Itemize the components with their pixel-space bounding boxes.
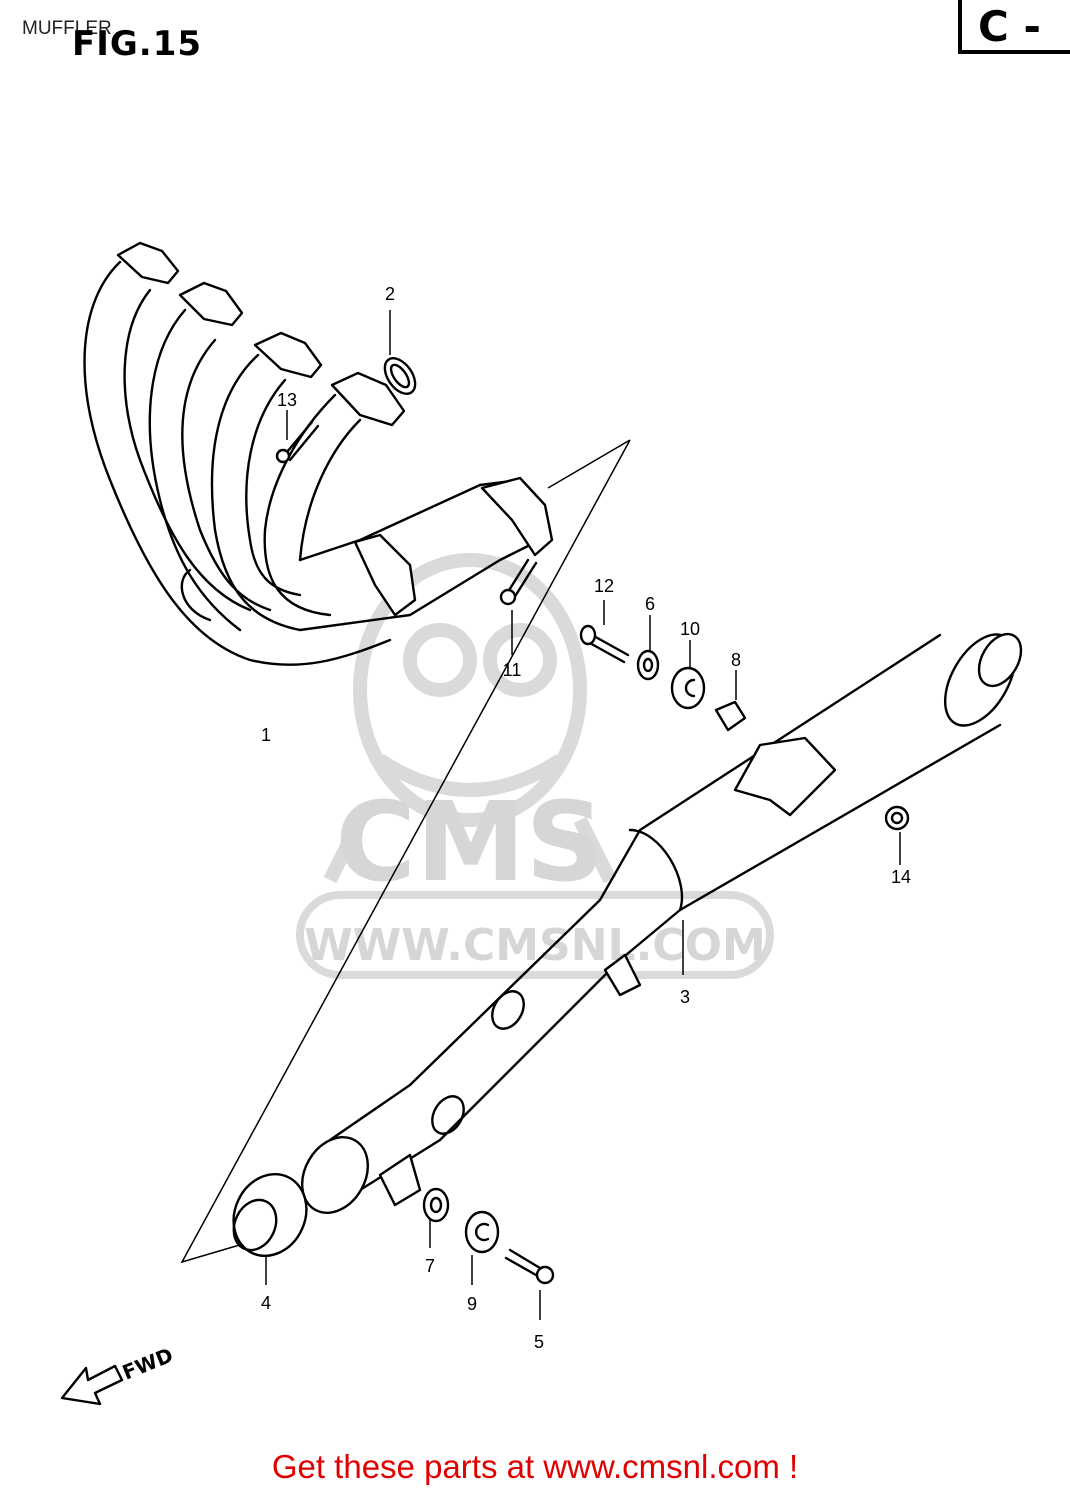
silencer-tailpipe xyxy=(977,632,1023,688)
bolt-11 xyxy=(499,558,538,606)
header-pipe-4-inner xyxy=(298,418,362,562)
figure-label: FIG.15 xyxy=(72,24,203,64)
callout-10: 10 xyxy=(680,619,700,639)
exhaust-header-pipes xyxy=(83,241,554,666)
silencer-lower-bracket xyxy=(603,953,642,997)
header-flange-3 xyxy=(253,331,323,379)
callout-11: 11 xyxy=(503,660,522,680)
watermark-banner xyxy=(296,891,774,979)
callout-9: 9 xyxy=(467,1294,477,1314)
header-pipe-2-outer xyxy=(148,308,242,632)
bolt-12 xyxy=(579,624,630,664)
header-pipe-4-outer xyxy=(263,393,337,617)
header-pipe-2-inner xyxy=(181,338,272,612)
bolt-13 xyxy=(275,420,320,464)
forward-arrow-icon xyxy=(60,1364,124,1406)
collector-bottom xyxy=(180,568,212,622)
spacer-7 xyxy=(422,1187,450,1223)
silencer-mark-2 xyxy=(431,1095,465,1135)
callout-2: 2 xyxy=(385,284,395,304)
callout-7: 7 xyxy=(425,1256,435,1276)
header-pipe-1-outer xyxy=(83,260,392,666)
spacer-8 xyxy=(714,700,747,732)
cushion-10 xyxy=(670,666,706,710)
callout-8: 8 xyxy=(731,650,741,670)
bolt-5 xyxy=(504,1248,555,1285)
header-pipe-1-inner xyxy=(123,288,252,612)
collector-band xyxy=(353,533,417,617)
callout-3: 3 xyxy=(680,987,690,1007)
callout-6: 6 xyxy=(645,594,655,614)
footer-link-text[interactable]: Get these parts at www.cmsnl.com ! xyxy=(271,1448,799,1485)
header-pipe-3-inner xyxy=(245,378,302,597)
section-ref-box: C - xyxy=(958,0,1070,54)
watermark-brand: CMS xyxy=(335,778,604,906)
collector-clamp xyxy=(480,476,554,557)
washer-6 xyxy=(636,649,660,681)
callout-12: 12 xyxy=(594,576,614,596)
callout-5: 5 xyxy=(534,1332,544,1352)
callout-14: 14 xyxy=(891,867,911,887)
cushion-9 xyxy=(464,1210,500,1254)
silencer-mount-bracket xyxy=(733,736,837,817)
silencer-mark-1 xyxy=(491,990,525,1030)
nut-14 xyxy=(884,805,910,831)
header-flange-1 xyxy=(116,241,180,285)
assembly-outline-top xyxy=(547,439,631,489)
header-pipe-3-outer xyxy=(210,353,302,632)
header-flange-4 xyxy=(330,371,406,427)
muffler-silencer xyxy=(301,632,1023,1214)
silencer-joint xyxy=(628,828,683,912)
gasket xyxy=(383,357,417,395)
silencer-top-edge xyxy=(328,633,942,1142)
silencer-inlet xyxy=(301,1136,369,1214)
connector-sleeve xyxy=(232,1172,308,1258)
callout-1: 1 xyxy=(261,725,271,745)
silencer-front-bracket xyxy=(378,1153,422,1207)
header-flange-2 xyxy=(178,281,244,327)
watermark-mascot xyxy=(323,553,617,884)
page-title: MUFFLER xyxy=(22,18,112,39)
direction-label: FWD xyxy=(119,1343,177,1385)
callout-4: 4 xyxy=(261,1293,271,1313)
callout-13: 13 xyxy=(277,390,297,410)
